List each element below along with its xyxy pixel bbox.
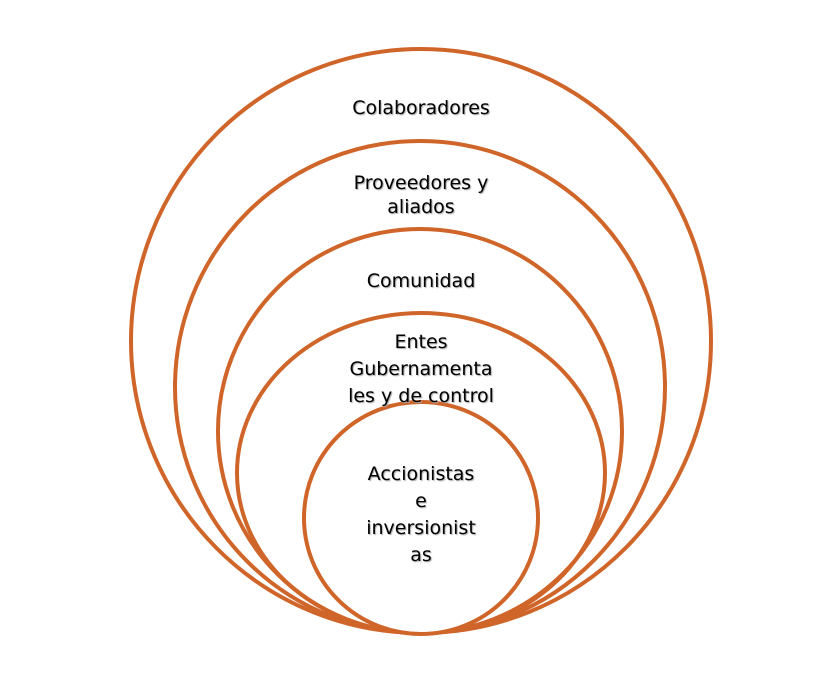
label-line: as [410,544,432,566]
label-line: Entes [394,331,448,353]
label-line: Colaboradores [352,97,490,119]
label-proveedores: Proveedores y aliados [354,170,489,220]
ring-accionistas [302,400,540,636]
label-line: aliados [387,196,455,218]
label-entes: Entes Gubernamenta les y de control [348,329,494,409]
label-line: Proveedores y [353,172,489,194]
label-line: les y de control [348,385,494,407]
label-line: Accionistas [367,463,475,485]
label-line: e [415,490,427,512]
label-line: inversionist [366,517,476,539]
label-line: Comunidad [366,270,476,292]
label-accionistas: Accionistas e inversionist as [366,461,476,568]
label-colaboradores: Colaboradores [352,95,490,121]
label-comunidad: Comunidad [367,268,476,294]
label-line: Gubernamenta [349,358,493,380]
